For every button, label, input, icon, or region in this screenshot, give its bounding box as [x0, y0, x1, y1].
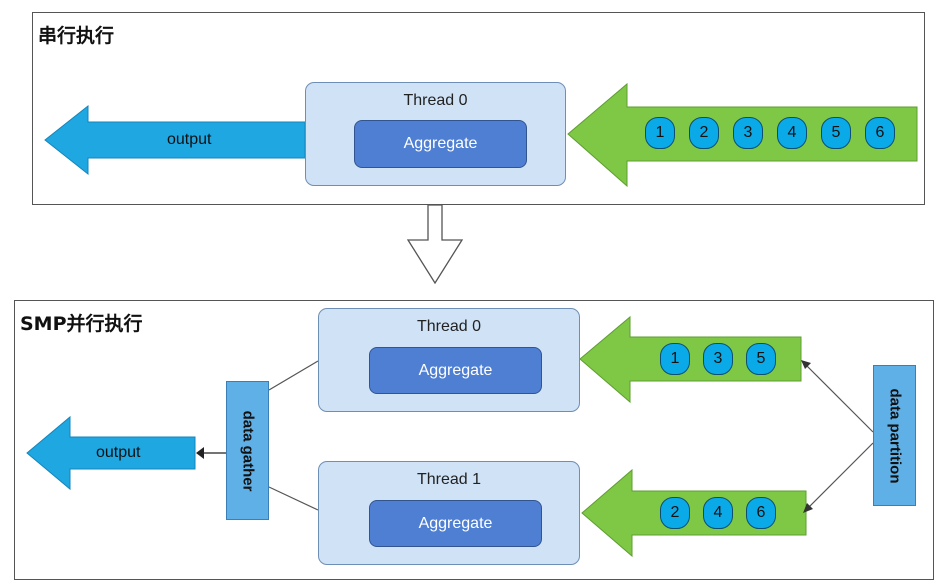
parallel-thread0-aggregate: Aggregate: [369, 347, 542, 394]
serial-title: 串行执行: [38, 25, 115, 47]
data-gather-label: data gather: [239, 410, 256, 491]
data-partition-bar: data partition: [873, 365, 916, 506]
serial-token: 3: [733, 117, 763, 149]
parallel-title: SMP并行执行: [20, 313, 143, 335]
serial-token: 5: [821, 117, 851, 149]
parallel-thread0-label: Thread 0: [416, 318, 482, 335]
serial-output-arrow: [44, 104, 306, 176]
thread1-token: 6: [746, 497, 776, 529]
partition-thread1-connector: [805, 442, 874, 511]
serial-aggregate-label: Aggregate: [403, 135, 478, 152]
serial-token: 2: [689, 117, 719, 149]
serial-aggregate-box: Aggregate: [354, 120, 527, 168]
thread0-token: 3: [703, 343, 733, 375]
parallel-panel: [14, 300, 934, 580]
parallel-thread1-box: Thread 1 Aggregate: [318, 461, 580, 565]
thread1-token: 4: [703, 497, 733, 529]
transition-down-arrow: [406, 204, 464, 285]
serial-thread-label: Thread 0: [403, 92, 468, 109]
partition-thread0-connector: [803, 362, 874, 433]
data-gather-bar: data gather: [226, 381, 269, 520]
serial-token: 1: [645, 117, 675, 149]
partition-thread1-arrowhead: [803, 503, 813, 513]
gather-output-arrowhead: [196, 447, 204, 459]
partition-thread0-arrowhead: [801, 360, 811, 369]
parallel-thread1-aggregate-label: Aggregate: [418, 514, 493, 532]
serial-token: 4: [777, 117, 807, 149]
thread0-token: 5: [746, 343, 776, 375]
thread1-token: 2: [660, 497, 690, 529]
data-partition-label: data partition: [886, 387, 903, 484]
parallel-output-arrow: [26, 415, 196, 491]
thread0-gather-connector: [268, 360, 319, 391]
parallel-thread0-aggregate-label: Aggregate: [418, 361, 493, 379]
serial-output-label: output: [167, 131, 212, 148]
thread1-gather-connector: [268, 486, 319, 511]
parallel-output-label: output: [96, 444, 141, 461]
serial-thread-box: Thread 0 Aggregate: [305, 82, 566, 186]
parallel-thread1-aggregate: Aggregate: [369, 500, 542, 547]
thread0-token: 1: [660, 343, 690, 375]
thread0-input-arrow: [579, 315, 802, 404]
parallel-thread0-box: Thread 0 Aggregate: [318, 308, 580, 412]
parallel-thread1-label: Thread 1: [416, 471, 482, 488]
serial-token: 6: [865, 117, 895, 149]
thread1-input-arrow: [581, 468, 807, 558]
